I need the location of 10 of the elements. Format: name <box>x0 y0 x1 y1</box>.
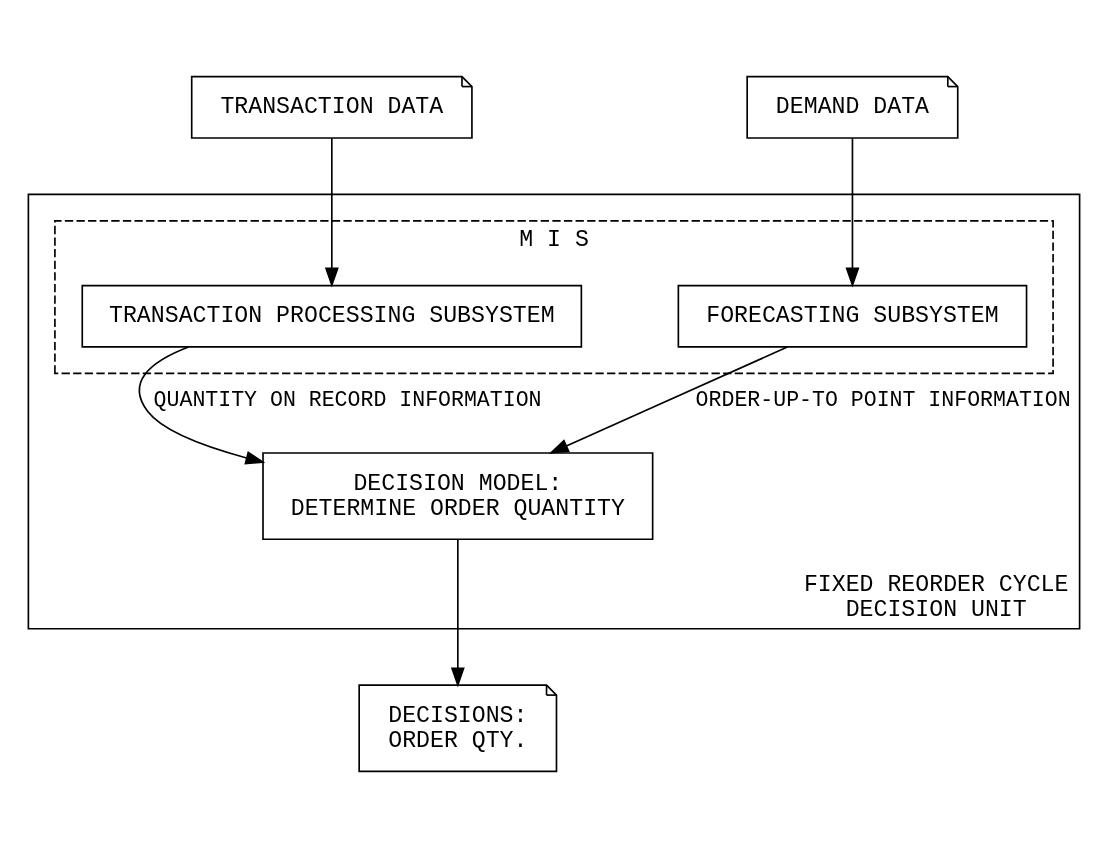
edge-label: ORDER-UP-TO POINT INFORMATION <box>695 387 1071 412</box>
arrow <box>450 538 465 687</box>
node-box: TRANSACTION PROCESSING SUBSYSTEM <box>81 284 583 348</box>
edge-label: QUANTITY ON RECORD INFORMATION <box>153 387 542 412</box>
node-box: FORECASTING SUBSYSTEM <box>677 284 1028 348</box>
arrow <box>138 345 266 465</box>
node-box: DECISION MODEL: DETERMINE ORDER QUANTITY <box>262 451 654 540</box>
arrow <box>548 345 789 454</box>
arrow <box>324 136 339 288</box>
arrow <box>845 136 860 288</box>
